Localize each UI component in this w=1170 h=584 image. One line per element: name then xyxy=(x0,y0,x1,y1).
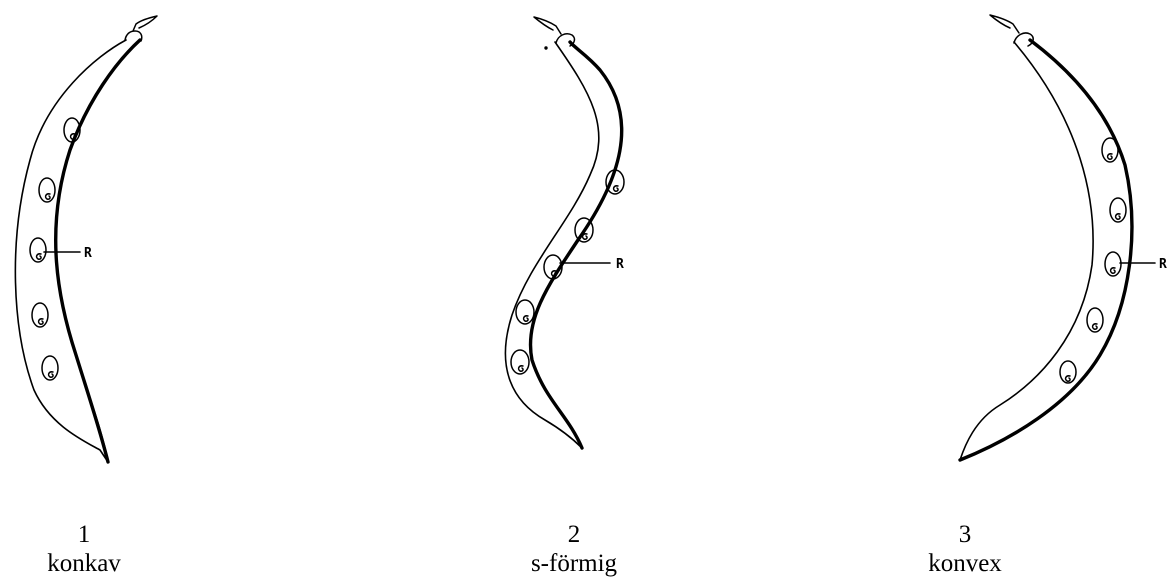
seed-icon xyxy=(543,254,563,280)
seed-icon xyxy=(31,302,49,328)
pod-1-seam-label: R xyxy=(84,246,92,261)
seed-icon xyxy=(1086,307,1104,333)
caption-2-name: s-förmig xyxy=(530,550,618,577)
seed-icon xyxy=(510,349,530,375)
pod-3-outline xyxy=(959,39,1133,461)
pod-3-head xyxy=(1013,32,1034,47)
pod-2-suture xyxy=(528,40,624,450)
pod-2-speck xyxy=(544,46,548,50)
pod-2-outline xyxy=(504,41,623,449)
seed-icon xyxy=(605,169,625,195)
seed-icon xyxy=(574,217,594,243)
pod-2-seeds xyxy=(510,169,625,375)
caption-1-number: 1 xyxy=(77,521,91,548)
pod-2-head xyxy=(555,33,576,47)
caption-3: 3 konvex xyxy=(885,520,1045,578)
seed-icon xyxy=(515,299,535,325)
seed-icon xyxy=(38,177,56,203)
caption-3-number: 3 xyxy=(958,521,972,548)
pod-3-stalk xyxy=(989,14,1020,34)
pod-3-seeds xyxy=(1059,137,1127,384)
pod-1-outline xyxy=(14,39,141,463)
pod-3-suture xyxy=(958,38,1134,462)
seed-icon xyxy=(1109,197,1127,223)
pod-2-s-shaped xyxy=(504,16,625,450)
seed-icon xyxy=(29,237,47,263)
pod-1-suture xyxy=(53,38,142,464)
caption-3-name: konvex xyxy=(928,550,1002,577)
pod-3-seam-label: R xyxy=(1159,257,1167,272)
pod-2-seam-label: R xyxy=(616,257,624,272)
pod-1-concave xyxy=(14,15,158,464)
pod-1-stalk xyxy=(124,15,158,42)
seed-icon xyxy=(1059,360,1077,384)
caption-1-name: konkav xyxy=(47,550,121,577)
caption-2-number: 2 xyxy=(567,521,581,548)
pod-2-stalk xyxy=(533,16,562,35)
seed-icon xyxy=(1104,251,1122,277)
pod-3-convex xyxy=(958,14,1156,462)
caption-1: 1 konkav xyxy=(4,520,164,578)
seed-icon xyxy=(1101,137,1119,163)
pod-1-seeds xyxy=(29,117,81,381)
seed-icon xyxy=(41,355,59,381)
caption-2: 2 s-förmig xyxy=(494,520,654,578)
seed-icon xyxy=(63,117,81,143)
